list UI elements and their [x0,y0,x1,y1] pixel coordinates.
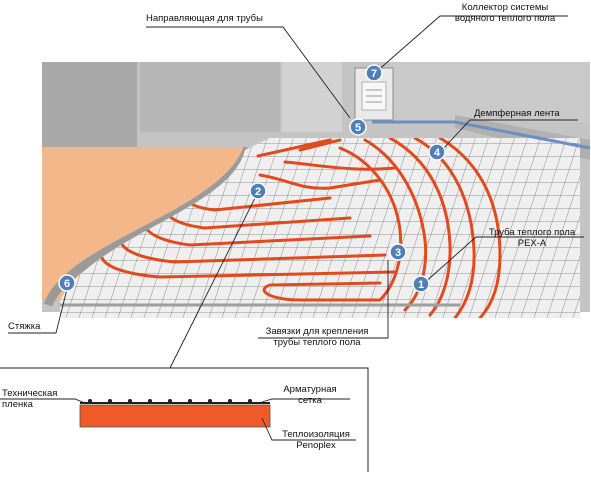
marker-1: 1 [412,275,430,293]
label-collector-line2: водяного теплого пола [454,13,556,24]
label-damper-tape: Демпферная лента [474,108,560,119]
label-screed: Стяжка [8,321,41,332]
svg-text:1: 1 [418,279,424,291]
marker-3: 3 [389,243,407,261]
right-wall [390,62,590,122]
label-insulation: Теплоизоляция Penoplex [272,429,360,451]
label-pipe: Труба теплого пола PEX-A [478,227,586,249]
label-reinforcement-mesh: Арматурная сетка [268,384,352,406]
svg-text:6: 6 [64,278,70,290]
wall-panel [140,62,280,132]
insulation-layer [79,404,271,428]
leader-lines [8,15,584,369]
marker-5: 5 [349,118,367,136]
svg-text:7: 7 [371,68,377,80]
label-insulation-line2: Penoplex [296,440,336,451]
svg-text:2: 2 [255,186,261,198]
leader-guide [146,26,351,119]
leader-ties [258,260,389,339]
label-collector-line1: Коллектор системы [461,2,549,13]
label-technical-film: Техническая пленка [2,388,57,410]
leader-screed [8,284,69,334]
leader-collector [375,15,568,73]
marker-2: 2 [249,182,267,200]
markers: 1 2 3 4 5 6 7 [58,64,446,293]
label-ties-line2: трубы теплого пола [273,337,361,348]
mesh-nodes [88,399,252,403]
marker-6: 6 [58,274,76,292]
label-mesh-line1: Арматурная [283,384,337,395]
left-wall [42,62,137,147]
label-mesh-line2: сетка [298,395,322,406]
doorway [282,62,342,132]
label-ties: Завязки для крепления трубы теплого пола [248,326,386,348]
label-ties-line1: Завязки для крепления [265,326,369,337]
leader-film [0,398,86,404]
svg-text:5: 5 [355,122,361,134]
label-film-line1: Техническая [2,388,58,399]
marker-4: 4 [428,143,446,161]
svg-text:4: 4 [434,147,441,159]
svg-text:3: 3 [395,247,401,259]
label-pipe-line1: Труба теплого пола [488,227,576,238]
marker-7: 7 [365,64,383,82]
leader-mesh [261,398,350,403]
label-collector: Коллектор системы водяного теплого пола [440,2,570,24]
layer-detail-inset [0,367,369,472]
leader-detail [169,191,259,369]
inset-leaders [0,398,356,441]
leader-insulation [261,417,356,441]
inset-frame [0,367,369,472]
label-insulation-line1: Теплоизоляция [282,429,350,440]
leader-pipe [421,236,584,286]
damper-tape [372,120,591,150]
label-film-line2: пленка [2,399,33,410]
leader-damper [441,119,578,151]
label-pipe-guide: Направляющая для трубы [146,13,263,24]
label-pipe-line2: PEX-A [517,238,547,249]
